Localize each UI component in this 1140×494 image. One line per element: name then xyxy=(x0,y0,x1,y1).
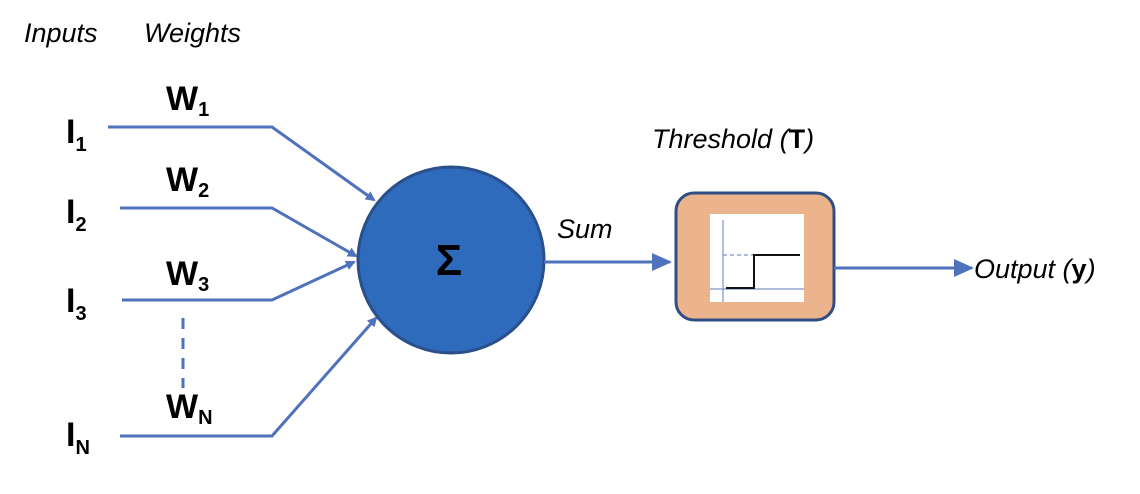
input-label-2: I2 xyxy=(66,193,87,236)
input-label-n: IN xyxy=(66,416,90,459)
input-label-3: I3 xyxy=(66,282,87,325)
weight-label-3: W3 xyxy=(166,255,209,296)
input-label-1: I1 xyxy=(66,113,87,156)
input-wire-3 xyxy=(122,260,356,302)
threshold-label: Threshold (T) xyxy=(652,124,814,154)
summation-node xyxy=(356,165,546,355)
step-plot-curve xyxy=(726,254,800,289)
input-wire-1 xyxy=(108,125,376,202)
sum-label: Sum xyxy=(557,214,613,244)
output-label: Output (y) xyxy=(974,254,1096,284)
weight-label-2: W2 xyxy=(166,161,209,202)
input-wire-n xyxy=(120,316,378,438)
inputs-header: Inputs xyxy=(24,18,98,48)
weights-header: Weights xyxy=(144,18,241,48)
weight-label-1: W1 xyxy=(166,80,209,121)
input-wire-2 xyxy=(120,206,358,258)
step-function-plot xyxy=(710,214,804,302)
sigma-symbol: Σ xyxy=(436,236,462,285)
weight-label-n: WN xyxy=(166,388,213,429)
